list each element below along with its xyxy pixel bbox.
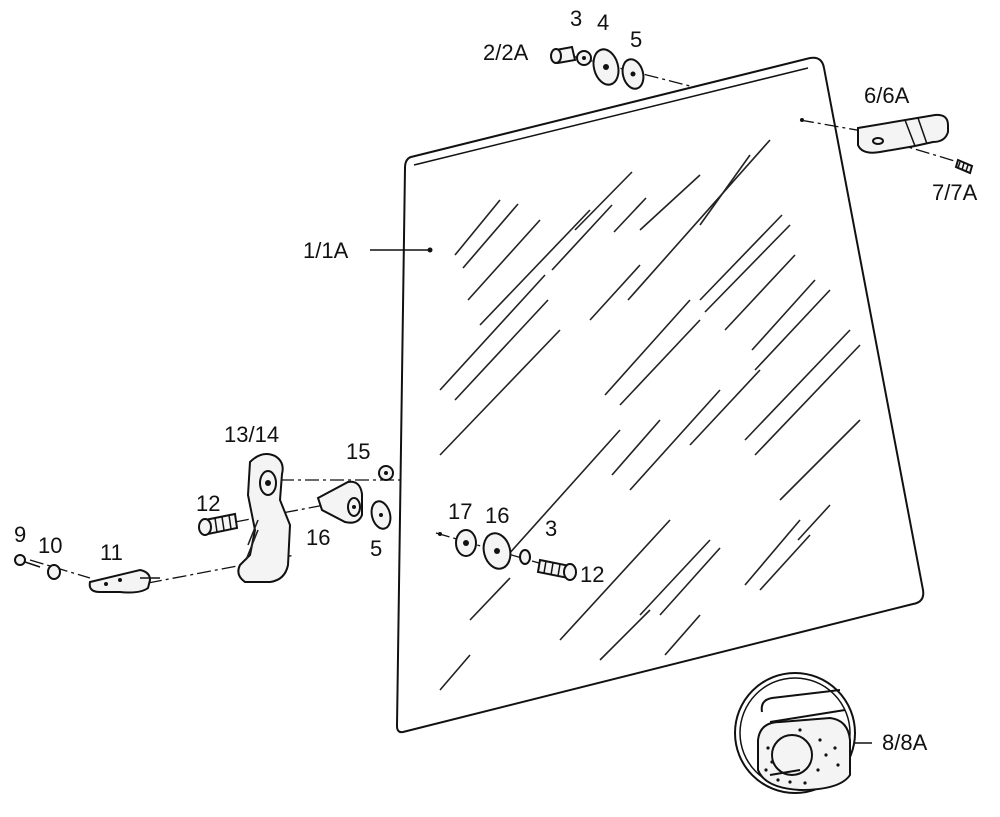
- seal-foam-texture: [764, 728, 840, 785]
- part-15-nut: [378, 465, 394, 481]
- part-16-washer-right: [482, 532, 512, 570]
- part-13-latch-bracket: [237, 453, 292, 583]
- label-3-top: 3: [570, 6, 582, 31]
- label-11: 11: [100, 540, 123, 565]
- part-4-washer: [592, 48, 620, 86]
- part-labels: 1/1A 2/2A 3 4 5 6/6A 7/7A 8/8A 9 10 11 1…: [14, 6, 978, 755]
- label-12-right: 12: [580, 562, 604, 587]
- label-9: 9: [14, 522, 26, 547]
- part-6-hinge-bracket: [800, 113, 949, 154]
- label-16-left: 16: [306, 525, 330, 550]
- label-15: 15: [346, 439, 370, 464]
- label-17: 17: [448, 499, 472, 524]
- part-3-nut-right: [519, 549, 531, 565]
- part-11-latch-handle: [88, 568, 160, 594]
- label-10: 10: [38, 533, 62, 558]
- label-1-1a: 1/1A: [303, 238, 349, 263]
- seal-detail-callout: [734, 672, 856, 794]
- part-3-nut-top: [576, 50, 592, 66]
- glass-panel: [395, 56, 925, 734]
- label-7-7a: 7/7A: [932, 180, 978, 205]
- part-9-screw: [14, 554, 41, 568]
- part-17-washer: [438, 529, 477, 557]
- label-5-top: 5: [630, 27, 642, 52]
- label-16-right: 16: [485, 503, 509, 528]
- part-10-washer: [47, 564, 61, 580]
- part-7-screw: [954, 158, 974, 175]
- label-12-left: 12: [196, 491, 220, 516]
- leader-lines: [370, 247, 872, 744]
- part-5-washer-left: [370, 500, 392, 530]
- glass-reflection-lines: [439, 139, 861, 691]
- label-3-right: 3: [545, 516, 557, 541]
- part-12-bolt-right: [536, 558, 577, 581]
- label-4: 4: [597, 10, 609, 35]
- part-16-latch-block: [316, 480, 363, 524]
- label-5-left: 5: [370, 536, 382, 561]
- part-5-washer-top: [621, 58, 645, 90]
- part-12-bolt-left: [198, 512, 239, 536]
- label-8-8a: 8/8A: [882, 730, 928, 755]
- label-13-14: 13/14: [224, 422, 279, 447]
- part-2-bolt: [550, 45, 577, 65]
- label-6-6a: 6/6A: [864, 83, 910, 108]
- label-2-2a: 2/2A: [483, 40, 529, 65]
